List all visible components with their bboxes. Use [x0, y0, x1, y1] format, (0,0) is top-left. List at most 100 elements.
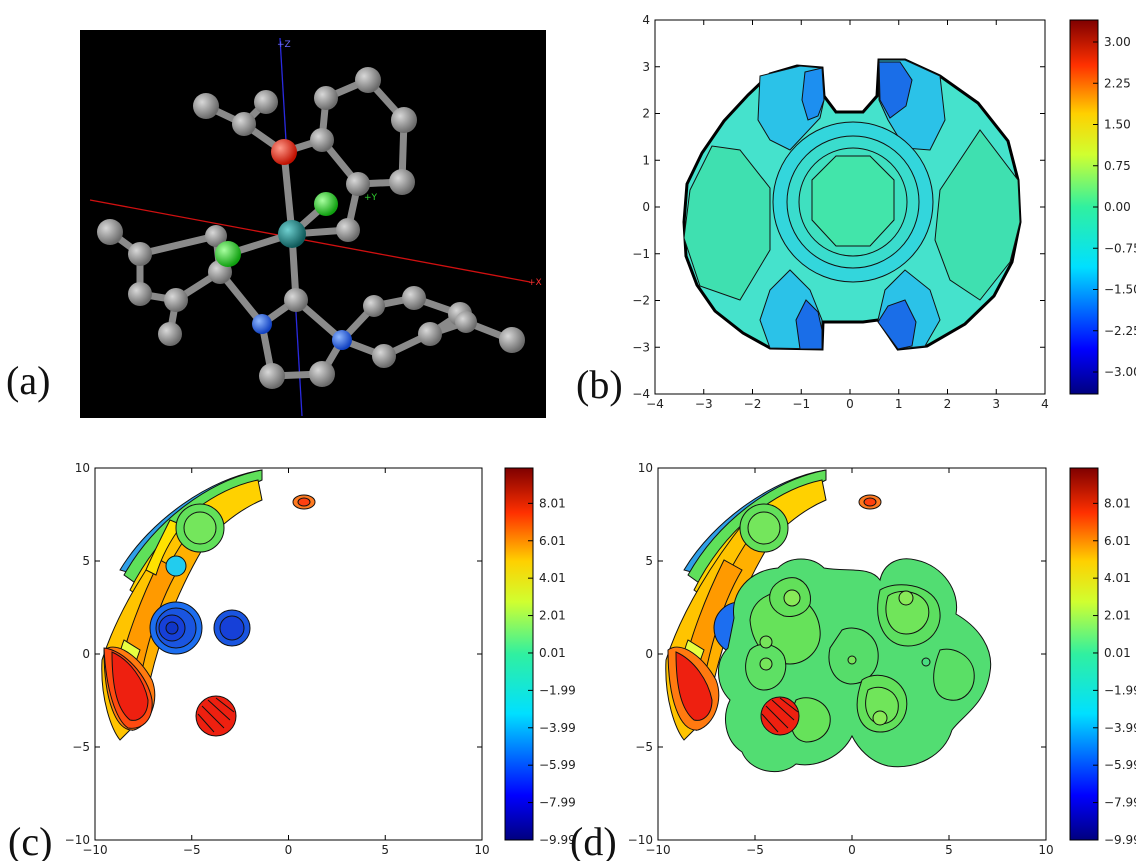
- colorbar-tick-label: −3.00: [1104, 365, 1136, 379]
- colorbar-tick-label: 0.01: [1104, 646, 1131, 660]
- map-d-lower-red: [667, 646, 720, 731]
- map-b-x-axis: −4 −3 −2 −1 0 1 2 3 4: [646, 20, 1049, 411]
- y-tick-label: −10: [628, 833, 653, 847]
- y-tick-label: 1: [642, 153, 650, 167]
- colorbar-tick-label: 3.00: [1104, 35, 1131, 49]
- metal-atom: [278, 220, 306, 248]
- map-d-red-disc: [760, 696, 800, 736]
- x-tick-label: 2: [944, 397, 952, 411]
- x-tick-label: 5: [945, 843, 953, 857]
- colorbar-tick-label: −7.99: [539, 796, 576, 810]
- x-tick-label: 10: [1038, 843, 1053, 857]
- colorbar-tick-label: 6.01: [539, 534, 566, 548]
- nitrogen-atom: [252, 314, 272, 334]
- x-tick-label: 3: [992, 397, 1000, 411]
- x-tick-label: 0: [846, 397, 854, 411]
- colorbar-tick-label: 0.01: [539, 646, 566, 660]
- panel-letter-d: (d): [570, 819, 617, 861]
- colorbar-tick-label: −9.99: [1104, 833, 1136, 847]
- colorbar-b-ticks: 3.002.251.500.750.00−0.75−1.50−2.25−3.00: [1093, 35, 1136, 379]
- x-axis-line: [89, 199, 531, 283]
- map-c-upper-green-disc: [175, 503, 225, 553]
- y-tick-label: −1: [632, 247, 650, 261]
- x-tick-label: 1: [895, 397, 903, 411]
- colorbar-c: [504, 467, 534, 841]
- colorbar-d: [1069, 467, 1099, 841]
- map-b-bl-arm-deep: [795, 299, 823, 350]
- y-tick-label: 4: [642, 13, 650, 27]
- colorbar-tick-label: −0.75: [1104, 241, 1136, 255]
- colorbar-tick-label: −7.99: [1104, 796, 1136, 810]
- panel-letter-c: (c): [8, 819, 52, 861]
- colorbar-tick-label: 6.01: [1104, 534, 1131, 548]
- colorbar-tick-label: −3.99: [539, 721, 576, 735]
- colorbar-tick-label: −5.99: [1104, 758, 1136, 772]
- z-axis-label: +Z: [277, 40, 291, 50]
- x-tick-label: −3: [695, 397, 713, 411]
- colorbar-tick-label: −9.99: [539, 833, 576, 847]
- map-b-right-lobe: [934, 129, 1021, 301]
- x-tick-label: −2: [744, 397, 762, 411]
- colorbar-tick-label: −5.99: [539, 758, 576, 772]
- colorbar-tick-label: −1.50: [1104, 283, 1136, 297]
- chlorine-atom: [314, 192, 338, 216]
- map-b-br-arm-deep: [877, 299, 917, 350]
- colorbar-tick-label: −3.99: [1104, 721, 1136, 735]
- y-axis-label: +Y: [364, 193, 378, 203]
- oxygen-atom: [271, 139, 297, 165]
- y-tick-label: −4: [632, 387, 650, 401]
- y-tick-label: 0: [642, 200, 650, 214]
- map-c-blue-disc-2: [213, 609, 251, 647]
- x-tick-label: 5: [381, 843, 389, 857]
- y-tick-label: −5: [635, 740, 653, 754]
- colorbar-tick-label: 0.00: [1104, 200, 1131, 214]
- y-tick-label: −10: [65, 833, 90, 847]
- map-b-left-lobe: [683, 145, 771, 301]
- map-c-blue-disc-1: [149, 601, 203, 655]
- x-tick-label: −5: [183, 843, 201, 857]
- y-tick-label: 2: [642, 107, 650, 121]
- map-c-small-red-disc: [292, 494, 316, 510]
- colorbar-tick-label: 4.01: [539, 571, 566, 585]
- x-tick-label: 0: [848, 843, 856, 857]
- colorbar-tick-label: −1.99: [1104, 683, 1136, 697]
- y-tick-label: 3: [642, 60, 650, 74]
- colorbar-tick-label: 8.01: [539, 496, 566, 510]
- contour-panel-b: −4 −3 −2 −1 0 1 2 3 4 −4 −3 −2 −1 0 1 2 3 4 3.00 2.25 1.50…: [576, 13, 1136, 411]
- panel-letter-a: (a): [6, 358, 50, 403]
- panel-letter-b: (b): [576, 362, 623, 407]
- x-tick-label: 4: [1041, 397, 1049, 411]
- colorbar-tick-label: 4.01: [1104, 571, 1131, 585]
- map-d-upper-green-disc: [739, 503, 789, 553]
- map-d-small-red-disc: [858, 494, 882, 510]
- colorbar-tick-label: 2.25: [1104, 76, 1131, 90]
- map-b-tl-arm-deep: [801, 67, 825, 121]
- y-tick-label: 10: [75, 461, 90, 475]
- map-b-center-octagon: [811, 155, 895, 247]
- x-tick-label: 10: [474, 843, 489, 857]
- y-tick-label: −3: [632, 340, 650, 354]
- colorbar-c-ticks: 8.016.014.012.010.01−1.99−3.99−5.99−7.99…: [528, 496, 576, 847]
- map-c-lower-red: [103, 646, 156, 731]
- x-tick-label: −4: [646, 397, 664, 411]
- y-tick-label: 5: [82, 554, 90, 568]
- colorbar-tick-label: 1.50: [1104, 118, 1131, 132]
- x-axis-label: +X: [528, 278, 542, 288]
- y-tick-label: −2: [632, 294, 650, 308]
- x-tick-label: −1: [792, 397, 810, 411]
- colorbar-tick-label: 2.01: [539, 609, 566, 623]
- y-tick-label: 10: [638, 461, 653, 475]
- chlorine-atom: [215, 241, 241, 267]
- molecule-atoms: [97, 67, 525, 389]
- colorbar-tick-label: 2.01: [1104, 609, 1131, 623]
- x-tick-label: −10: [82, 843, 107, 857]
- x-tick-label: −5: [746, 843, 764, 857]
- map-b-plot-area: [654, 19, 1046, 395]
- colorbar-tick-label: −2.25: [1104, 324, 1136, 338]
